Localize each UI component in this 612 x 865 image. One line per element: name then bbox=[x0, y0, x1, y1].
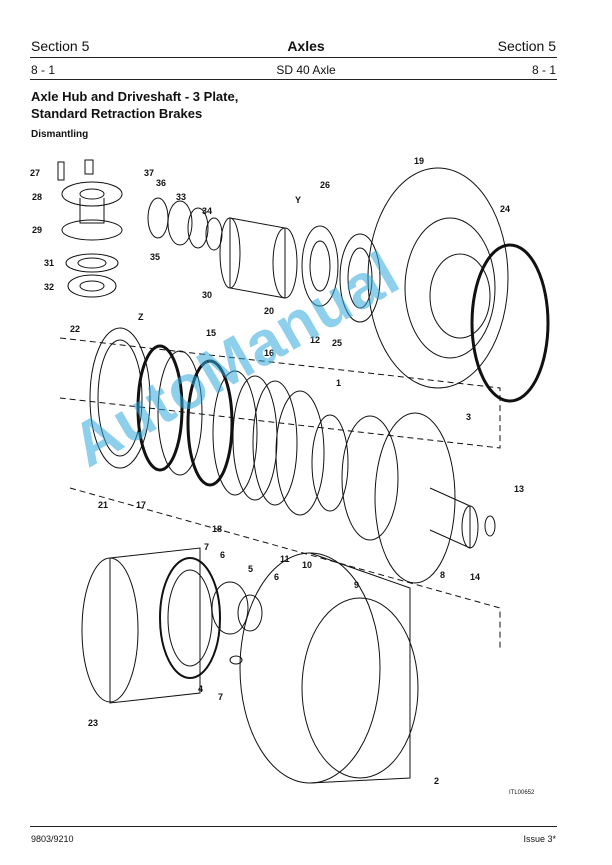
callout-26: 25 bbox=[332, 338, 342, 348]
exploded-view-diagram: 27 28 29 31 32 37 36 33 34 35 30 Y 26 19… bbox=[30, 156, 550, 786]
callout-9: 8 bbox=[440, 570, 445, 580]
subheader-rule bbox=[30, 79, 557, 80]
figure-code: ITL00652 bbox=[509, 790, 535, 796]
seal-ring-18 bbox=[136, 344, 184, 472]
section-label-right: Section 5 bbox=[497, 38, 556, 54]
callout-6b: 6 bbox=[274, 572, 279, 582]
callout-3: 3 bbox=[466, 412, 471, 422]
callout-10: 9 bbox=[354, 580, 359, 590]
bolt-part bbox=[57, 161, 65, 181]
bearing-cup bbox=[301, 225, 339, 307]
document-title-line2: Standard Retraction Brakes bbox=[31, 106, 203, 121]
callout-5: 5 bbox=[248, 564, 253, 574]
callout-34: 33 bbox=[176, 192, 186, 202]
page-number-right: 8 - 1 bbox=[531, 63, 556, 77]
chapter-title: Axles bbox=[287, 38, 325, 54]
callout-22: 21 bbox=[98, 500, 108, 510]
ring-gear-part bbox=[159, 557, 221, 679]
callout-38: 37 bbox=[144, 168, 154, 178]
flange-part bbox=[61, 181, 123, 207]
callout-37: 36 bbox=[156, 178, 166, 188]
footer-rule bbox=[30, 826, 557, 827]
callout-Y: Y bbox=[295, 195, 301, 205]
header-rule bbox=[30, 57, 557, 58]
callout-27: 26 bbox=[320, 180, 330, 190]
callout-23: 22 bbox=[70, 324, 80, 334]
page-number-left: 8 - 1 bbox=[31, 63, 56, 77]
seal-plate-part bbox=[61, 219, 123, 241]
seal-ring-19 bbox=[186, 359, 234, 487]
callout-1: 1 bbox=[336, 378, 341, 388]
callout-15: 14 bbox=[470, 572, 480, 582]
callout-30: 29 bbox=[32, 225, 42, 235]
callout-33: 32 bbox=[44, 282, 54, 292]
callout-32: 31 bbox=[44, 258, 54, 268]
callout-19: 18 bbox=[212, 524, 222, 534]
document-title-line1: Axle Hub and Driveshaft - 3 Plate, bbox=[31, 89, 239, 104]
model-name: SD 40 Axle bbox=[276, 63, 336, 77]
callout-20: 19 bbox=[414, 156, 424, 166]
callout-18: 17 bbox=[136, 500, 146, 510]
section-label-left: Section 5 bbox=[31, 38, 90, 54]
gear-ring-part bbox=[89, 327, 151, 469]
callout-14: 13 bbox=[514, 484, 524, 494]
callout-7: 7 bbox=[204, 542, 209, 552]
callout-13: 12 bbox=[310, 335, 320, 345]
o-ring-part bbox=[470, 243, 550, 403]
callout-6a: 6 bbox=[220, 550, 225, 560]
breather-part bbox=[84, 159, 94, 175]
housing-part bbox=[367, 167, 509, 389]
callout-36: 35 bbox=[150, 252, 160, 262]
seal-part bbox=[65, 253, 119, 273]
document-number: 9803/9210 bbox=[31, 834, 74, 844]
section-heading: Dismantling bbox=[31, 129, 89, 140]
callout-8: 7 bbox=[218, 692, 223, 702]
plate-part bbox=[341, 415, 399, 541]
callout-28: 27 bbox=[30, 168, 40, 178]
document-title: Axle Hub and Driveshaft - 3 Plate, Stand… bbox=[31, 88, 238, 122]
callout-16: 15 bbox=[206, 328, 216, 338]
bearing-part bbox=[67, 274, 117, 298]
callout-24: 23 bbox=[88, 718, 98, 728]
callout-Z: Z bbox=[138, 312, 144, 322]
callout-12: 11 bbox=[280, 554, 290, 564]
callout-4: 4 bbox=[198, 684, 203, 694]
callout-29: 28 bbox=[32, 192, 42, 202]
snap-ring-9 bbox=[374, 412, 456, 584]
callout-31: 30 bbox=[202, 290, 212, 300]
issue-number: Issue 3* bbox=[523, 834, 556, 844]
callout-2: 2 bbox=[434, 776, 439, 786]
callout-11: 10 bbox=[302, 560, 312, 570]
callout-17: 16 bbox=[264, 348, 274, 358]
callout-25: 24 bbox=[500, 204, 510, 214]
callout-35: 34 bbox=[202, 206, 212, 216]
callout-21: 20 bbox=[264, 306, 274, 316]
